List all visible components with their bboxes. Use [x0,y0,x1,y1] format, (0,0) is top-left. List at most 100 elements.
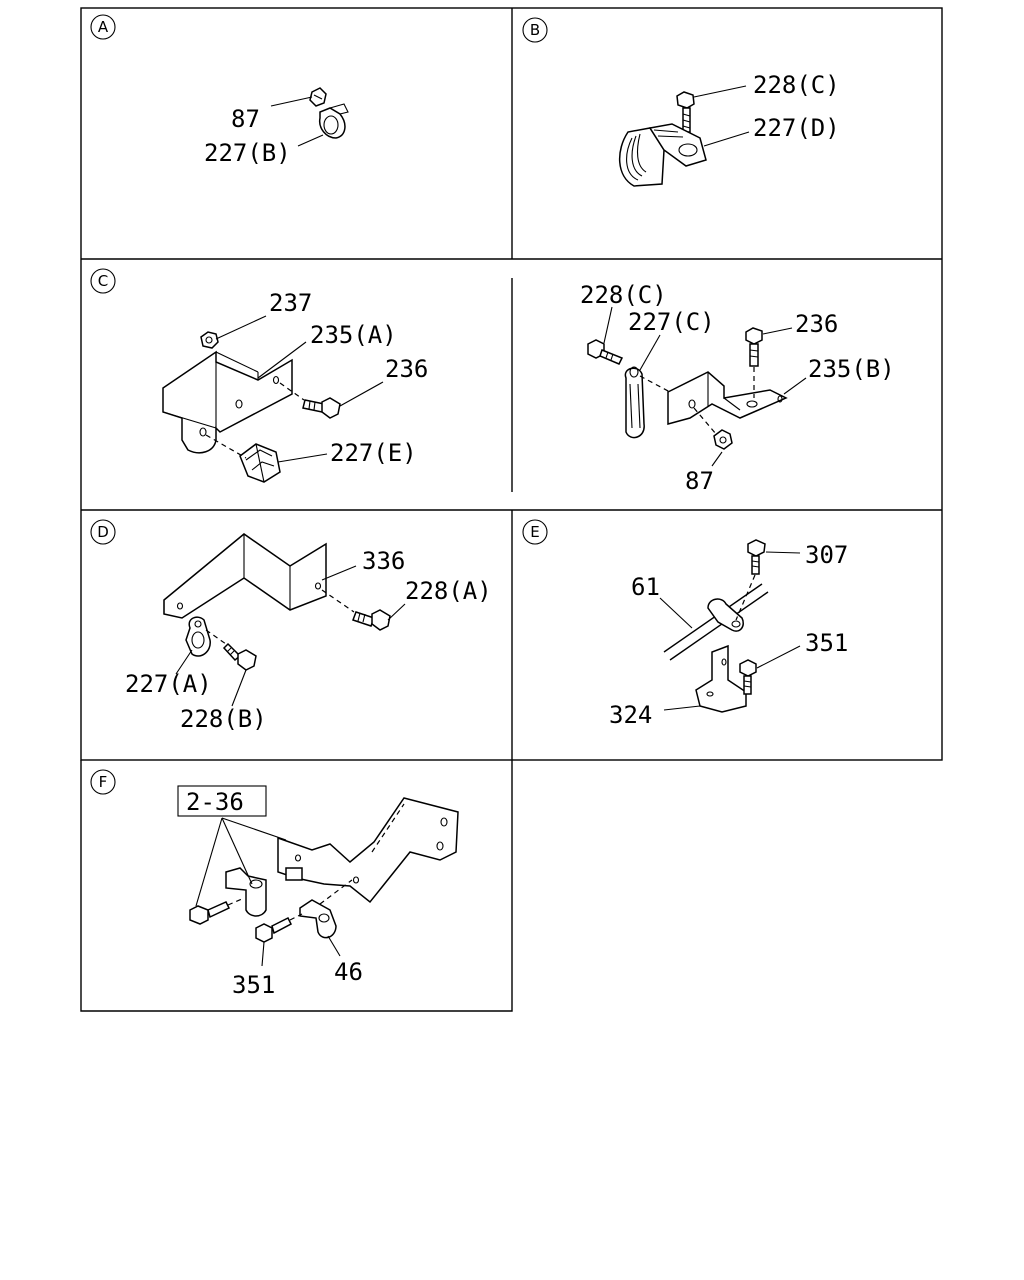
leader-237 [215,315,267,340]
axis-46 [319,879,353,905]
ref-box-2-36: 2-36 [177,785,267,817]
bolt-236-c2 [745,327,763,367]
panel-c-marker: C [90,268,116,294]
panel-f-marker: F [90,769,116,795]
clip-f1 [225,867,267,917]
svg-text:F: F [99,773,108,791]
clip-307 [707,598,744,632]
bracket-336 [163,533,327,619]
label-46: 46 [334,958,363,986]
label-351-f: 351 [232,971,275,999]
leader-227e [277,453,328,463]
leader-227b [297,134,324,147]
leader-61 [659,597,693,629]
bracket-235a [162,350,293,454]
bolt-236-c [302,397,341,419]
panel-e-marker: E [522,519,548,545]
label-236-c2: 236 [795,310,838,338]
leader-324 [663,705,701,711]
axis-87-c [693,407,717,435]
panel-a-marker: A [90,14,116,40]
label-235a: 235(A) [310,321,397,349]
label-228c-b: 228(C) [753,71,840,99]
panel-b: B 228(C) 227(D) [522,17,840,187]
clip-227a [185,616,211,657]
clip-227e [239,443,281,483]
clip-46 [299,899,337,939]
leader-235a [257,341,307,379]
bolt-f1 [189,901,231,925]
panel-e: E 307 6 [522,519,848,729]
label-336: 336 [362,547,405,575]
label-237: 237 [269,289,312,317]
leader-227d [703,131,750,147]
leader-235b [783,377,807,395]
leader-ref-3 [221,817,287,841]
bolt-351-e [739,659,757,695]
axis-227e [205,434,247,459]
label-228c-c: 228(C) [580,281,667,309]
clamp-227d [618,123,707,187]
label-351-e: 351 [805,629,848,657]
pipe-61 [663,583,769,661]
clip-227c [624,366,645,439]
bolt-307 [747,539,766,575]
nut-87 [309,87,327,107]
svg-text:2-36: 2-36 [186,788,244,816]
panel-d: D [90,519,492,733]
label-61: 61 [631,573,660,601]
leader-228c-b [693,85,747,98]
axis-236-c [279,382,305,401]
bracket-324 [695,644,747,713]
panel-c: C [90,268,428,483]
axis-307 [735,574,756,621]
leader-236-c [339,381,384,407]
leader-351-f [261,941,265,967]
leader-228a [387,603,406,621]
svg-text:D: D [97,523,109,541]
leader-ref-1 [195,817,223,907]
axis-228a [321,589,355,613]
label-227e: 227(E) [330,439,417,467]
bolt-228a [352,609,391,631]
label-87: 87 [231,105,260,133]
nut-87-c [713,429,733,450]
bolt-228c-b [676,91,695,133]
svg-text:A: A [98,18,109,36]
svg-text:E: E [530,523,539,541]
leader-351-e [756,645,801,669]
panel-d-marker: D [90,519,116,545]
label-236-c: 236 [385,355,428,383]
label-227b: 227(B) [204,139,291,167]
svg-text:C: C [98,272,108,290]
leader-307 [765,551,801,554]
svg-text:B: B [530,21,540,39]
clip-227b [318,103,349,139]
nut-237 [200,331,219,349]
leader-336 [321,565,357,581]
bolt-228b [222,642,257,671]
leader-228c-c [603,306,613,344]
leader-228b [231,669,247,707]
label-307: 307 [805,541,848,569]
leader-227a [175,649,193,675]
panel-c-right: 228(C) 227(C) 236 235(B) 87 [580,281,895,495]
label-227d: 227(D) [753,114,840,142]
leader-ref-2 [221,817,253,885]
leader-227c [639,334,661,371]
bolt-228c-c [587,339,624,365]
label-235b: 235(B) [808,355,895,383]
axis-f1 [227,897,245,906]
bracket-f [277,797,459,904]
bolt-351-f [255,916,292,943]
panel-f: F 2-36 [90,769,459,999]
leader-236-c2 [762,327,793,335]
axis-227c [639,375,671,393]
leader-46 [327,935,341,957]
leader-87 [270,96,313,107]
label-87-c: 87 [685,467,714,495]
axis-351-f [289,913,303,921]
panel-grid [80,7,943,1012]
label-324: 324 [609,701,652,729]
